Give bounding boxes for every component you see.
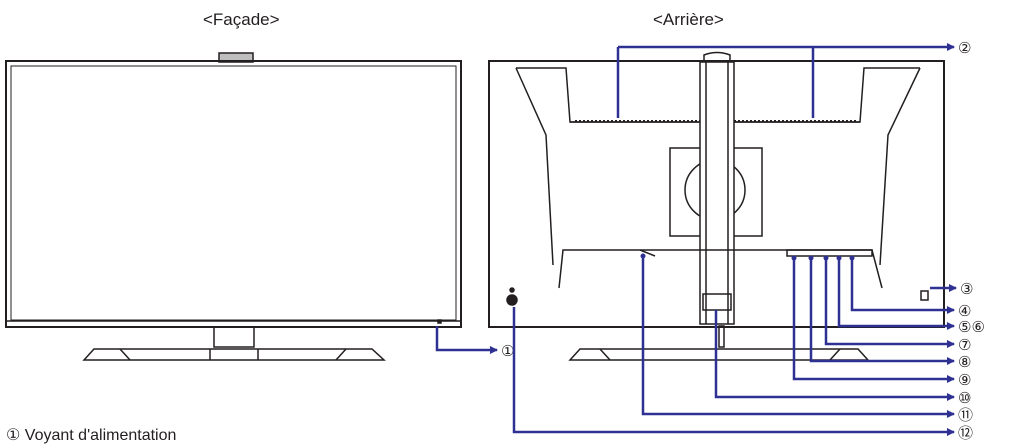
callout-line-10 bbox=[714, 310, 955, 401]
legend-item-1: ① Voyant d'alimentation bbox=[6, 427, 177, 444]
callout-11: ⑪ bbox=[958, 406, 973, 424]
callout-4: ④ bbox=[958, 302, 971, 320]
callout-line-4 bbox=[850, 258, 955, 314]
callout-7: ⑦ bbox=[958, 336, 971, 354]
callout-10: ⑩ bbox=[958, 389, 971, 407]
callout-line-12 bbox=[512, 307, 955, 436]
front-monitor bbox=[5, 52, 462, 361]
callout-9: ⑨ bbox=[958, 371, 971, 389]
callout-5-6: ⑤⑥ bbox=[958, 318, 985, 336]
power-led bbox=[437, 319, 442, 324]
callout-line-2 bbox=[616, 43, 955, 118]
rear-monitor bbox=[488, 51, 945, 361]
callout-line-8 bbox=[809, 258, 955, 365]
callout-line-1 bbox=[435, 326, 498, 354]
callout-line-9 bbox=[792, 258, 955, 383]
callout-2: ② bbox=[958, 39, 971, 57]
callout-line-7 bbox=[824, 258, 955, 348]
callout-3: ③ bbox=[960, 280, 973, 298]
callout-8: ⑧ bbox=[958, 353, 971, 371]
callout-12: ⑫ bbox=[958, 424, 973, 442]
callout-1: ① bbox=[501, 342, 514, 360]
callout-line-11 bbox=[641, 256, 955, 418]
front-view-title: <Façade> bbox=[203, 10, 280, 29]
rear-view-title: <Arrière> bbox=[653, 10, 724, 29]
callout-line-56 bbox=[837, 258, 955, 330]
